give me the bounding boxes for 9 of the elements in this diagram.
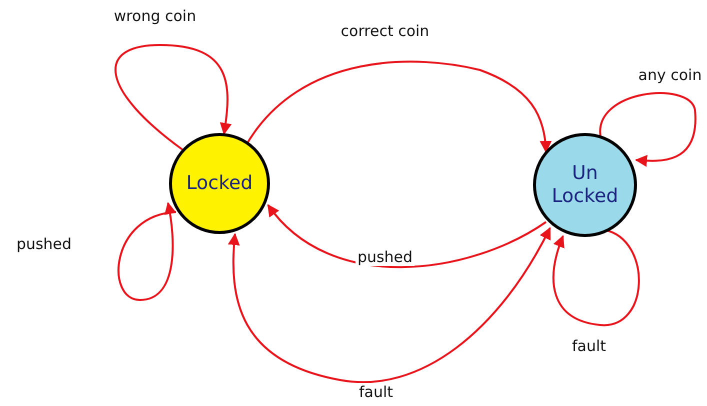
state-name: Locked [185, 172, 254, 195]
transition-arrow [228, 227, 551, 383]
transition-arrow [267, 204, 547, 268]
transition-arrow [600, 92, 696, 167]
state-name: Un Locked [550, 162, 620, 208]
edge-label: pushed [355, 248, 415, 266]
transition-arrow [552, 229, 640, 326]
transition-arrow [118, 202, 176, 301]
transition-arrow [114, 44, 232, 151]
